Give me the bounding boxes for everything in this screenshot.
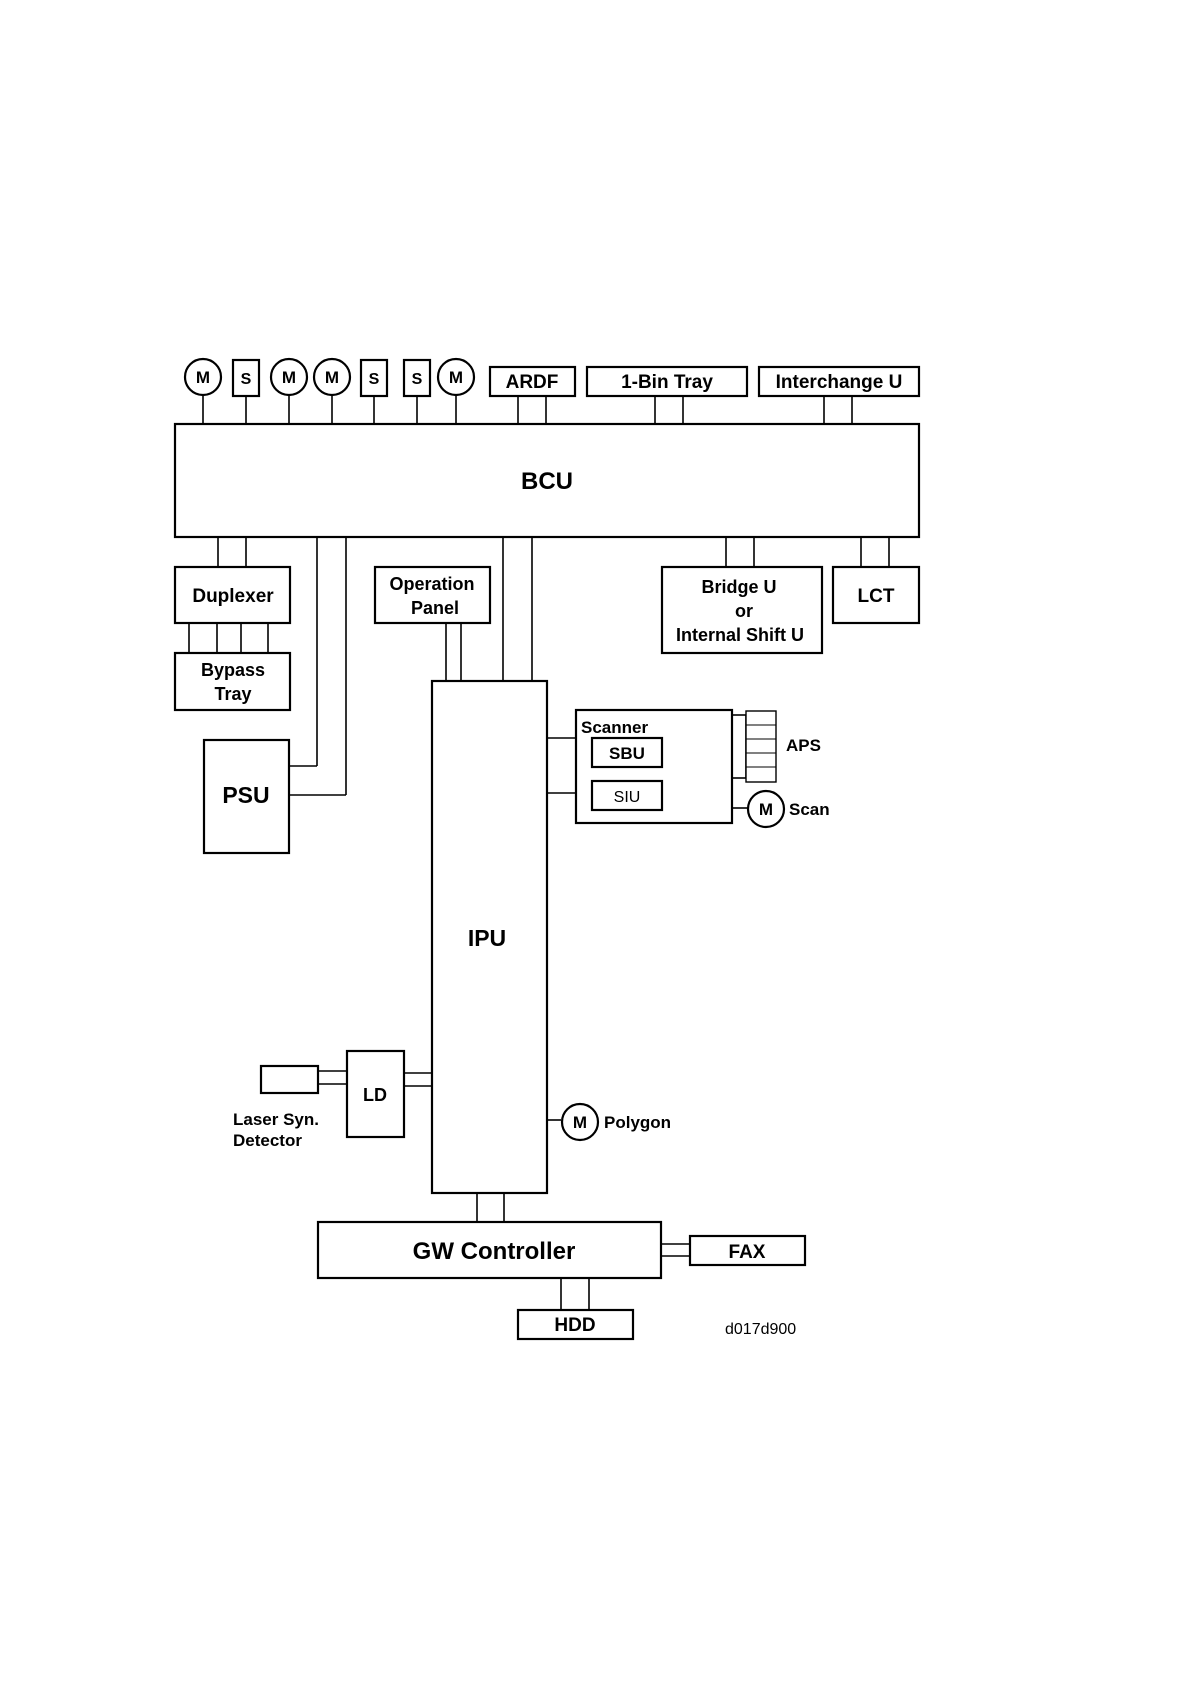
ardf-box: ARDF	[490, 367, 575, 396]
hdd-label: HDD	[554, 1315, 595, 1336]
one-bin-tray-box: 1-Bin Tray	[587, 367, 747, 396]
lct-box: LCT	[833, 567, 919, 623]
scan-motor: M Scan	[748, 791, 830, 827]
siu-label: SIU	[614, 789, 641, 806]
bridge-u-box: Bridge U or Internal Shift U	[662, 567, 822, 653]
aps-label: APS	[786, 736, 821, 755]
gw-controller-box: GW Controller	[318, 1222, 661, 1278]
ardf-label: ARDF	[506, 372, 559, 393]
sbu-box: SBU	[592, 738, 662, 767]
lct-label: LCT	[858, 586, 895, 607]
one-bin-tray-label: 1-Bin Tray	[621, 372, 713, 393]
operation-panel-box: Operation Panel	[375, 567, 490, 623]
psu-label: PSU	[222, 782, 269, 808]
scan-label: Scan	[789, 800, 830, 819]
top-device-m4: M	[438, 359, 474, 395]
top-device-s2: S	[361, 360, 387, 396]
motor-symbol: M	[759, 800, 773, 819]
motor-symbol: M	[449, 368, 463, 387]
bridge-u-label-line1: Bridge U	[701, 577, 776, 597]
laser-syn-detector-label-line1: Laser Syn.	[233, 1110, 319, 1129]
sensor-symbol: S	[241, 371, 252, 388]
scanner-box: Scanner SBU SIU	[576, 710, 732, 823]
ipu-label: IPU	[468, 925, 506, 951]
laser-syn-detector-label-line2: Detector	[233, 1131, 302, 1150]
polygon-label: Polygon	[604, 1113, 671, 1132]
polygon-motor: M Polygon	[562, 1104, 671, 1140]
duplexer-label: Duplexer	[192, 586, 274, 607]
top-device-s1: S	[233, 360, 259, 396]
motor-symbol: M	[573, 1113, 587, 1132]
bypass-tray-box: Bypass Tray	[175, 653, 290, 710]
duplexer-box: Duplexer	[175, 567, 290, 623]
scanner-label: Scanner	[581, 718, 648, 737]
gw-controller-label: GW Controller	[413, 1238, 576, 1265]
top-device-s3: S	[404, 360, 430, 396]
laser-syn-detector: Laser Syn. Detector	[233, 1066, 319, 1150]
fax-label: FAX	[729, 1242, 766, 1263]
interchange-u-label: Interchange U	[776, 372, 903, 393]
motor-symbol: M	[282, 368, 296, 387]
ld-label: LD	[363, 1085, 387, 1105]
figure-id: d017d900	[725, 1321, 796, 1338]
sensor-symbol: S	[369, 371, 380, 388]
bypass-tray-label-line1: Bypass	[201, 660, 265, 680]
bcu-box: BCU	[175, 424, 919, 537]
motor-symbol: M	[196, 368, 210, 387]
top-device-m2: M	[271, 359, 307, 395]
aps-sensor: APS	[746, 711, 821, 782]
operation-panel-label-line2: Panel	[411, 598, 459, 618]
fax-box: FAX	[690, 1236, 805, 1265]
sensor-symbol: S	[412, 371, 423, 388]
psu-box: PSU	[204, 740, 289, 853]
bcu-label: BCU	[521, 468, 573, 495]
siu-box: SIU	[592, 781, 662, 810]
operation-panel-label-line1: Operation	[389, 574, 474, 594]
top-device-m1: M	[185, 359, 221, 395]
hdd-box: HDD	[518, 1310, 633, 1339]
motor-symbol: M	[325, 368, 339, 387]
interchange-u-box: Interchange U	[759, 367, 919, 396]
bypass-tray-label-line2: Tray	[214, 684, 251, 704]
ipu-box: IPU	[432, 681, 547, 1193]
top-device-m3: M	[314, 359, 350, 395]
bridge-u-label-line3: Internal Shift U	[676, 625, 804, 645]
sbu-label: SBU	[609, 744, 645, 763]
ld-box: LD	[347, 1051, 404, 1137]
bridge-u-label-line2: or	[735, 601, 753, 621]
